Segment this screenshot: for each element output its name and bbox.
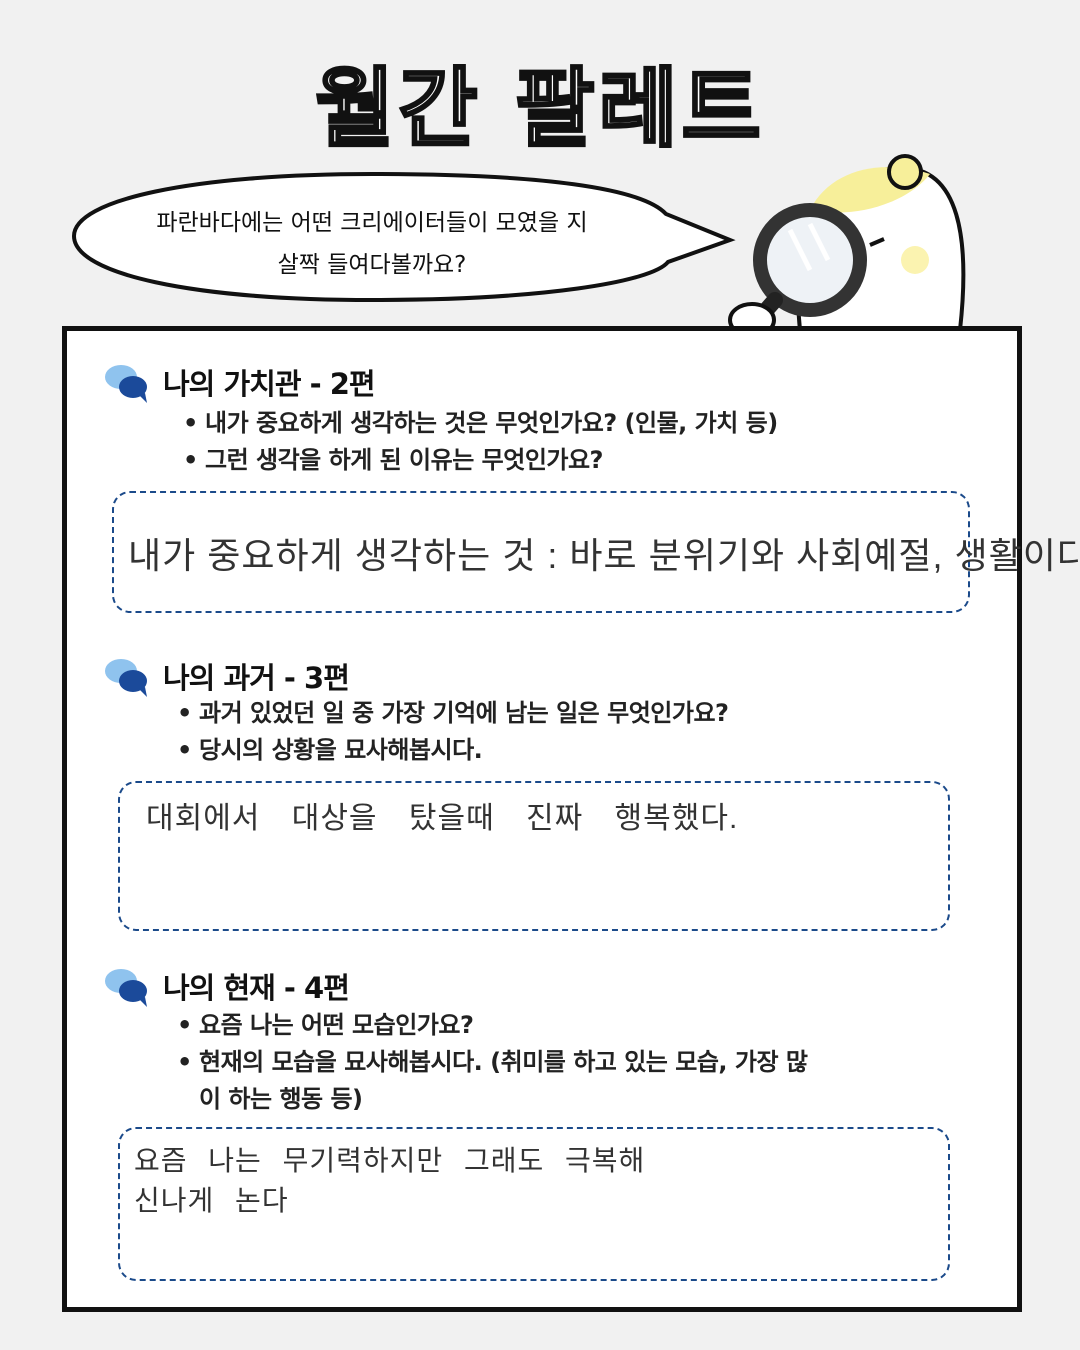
answer-box[interactable]: 내가 중요하게 생각하는 것 : 바로 분위기와 사회예절, 생활이다. (112, 491, 1080, 613)
bullet-dot: • (177, 1048, 192, 1076)
answer-text: 요즘 나는 무기력하지만 그래도 극복해 신나게 논다 (134, 1145, 646, 1216)
bullet-dot: • (183, 446, 198, 474)
chat-bubbles-icon (105, 659, 147, 697)
speech-bubble-shape (72, 171, 736, 303)
answer-box[interactable]: 요즘 나는 무기력하지만 그래도 극복해 신나게 논다 (118, 1127, 950, 1281)
question: •현재의 모습을 묘사해봅시다. (취미를 하고 있는 모습, 가장 많 (177, 1044, 808, 1081)
bullet-dot: • (177, 1011, 192, 1039)
answer-text: 내가 중요하게 생각하는 것 : 바로 분위기와 사회예절, 생활이다. (128, 535, 1080, 576)
page-title: 월간 팔레트 (314, 58, 765, 161)
chat-bubbles-icon (105, 969, 147, 1007)
section-heading: 나의 현재 - 4편 (163, 971, 350, 1005)
chat-bubbles-icon (105, 365, 147, 403)
answer-text: 대회에서 대상을 탔을때 진짜 행복했다. (146, 802, 739, 835)
bullet-dot: • (177, 736, 192, 764)
question: •과거 있었던 일 중 가장 기억에 남는 일은 무엇인가요? (177, 695, 729, 732)
section-heading: 나의 과거 - 3편 (163, 661, 350, 695)
question: •당시의 상황을 묘사해봅시다. (177, 732, 728, 769)
hamster-magnifier-illustration (720, 150, 980, 364)
bubble-line-1: 파란바다에는 어떤 크리에이터들이 모였을 지 (156, 210, 588, 236)
question: •그런 생각을 하게 된 이유는 무엇인가요? (183, 442, 778, 479)
worksheet: 나의 가치관 - 2편 •내가 중요하게 생각하는 것은 무엇인가요? (인물,… (62, 326, 1080, 1312)
section-heading: 나의 가치관 - 2편 (163, 367, 376, 401)
question: •요즘 나는 어떤 모습인가요? (177, 1007, 807, 1044)
question: •내가 중요하게 생각하는 것은 무엇인가요? (인물, 가치 등) (183, 405, 778, 442)
speech-bubble: 파란바다에는 어떤 크리에이터들이 모였을 지 살짝 들여다볼까요? (72, 170, 736, 303)
question: 이 하는 행동 등) (199, 1085, 363, 1113)
bubble-line-2: 살짝 들여다볼까요? (277, 252, 467, 278)
answer-box[interactable]: 대회에서 대상을 탔을때 진짜 행복했다. (118, 781, 950, 931)
bullet-dot: • (183, 409, 198, 437)
bullet-dot: • (177, 699, 192, 727)
